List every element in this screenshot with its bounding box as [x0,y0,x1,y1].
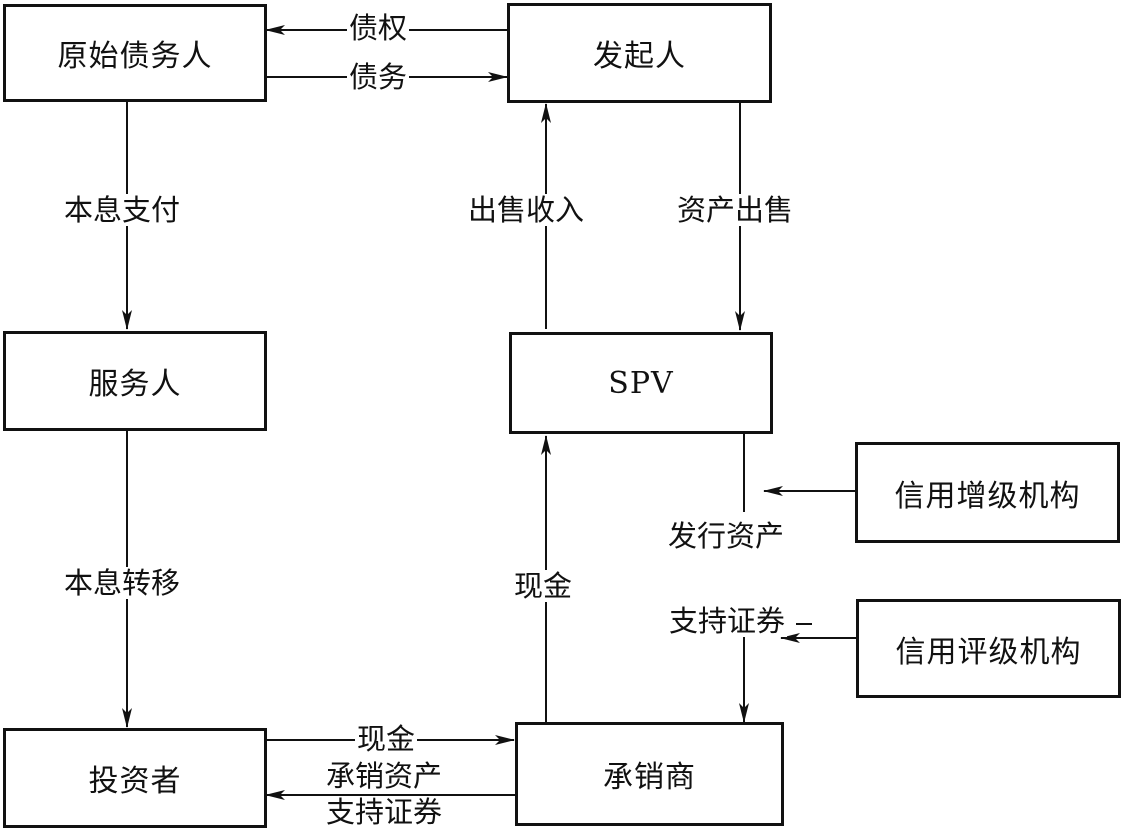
node-underwriter: 承销商 [515,722,784,826]
node-spv: SPV [509,332,773,434]
node-credit-rating: 信用评级机构 [856,599,1121,698]
label-underwrite-line2: 支持证券 [324,795,445,829]
node-original-debtor: 原始债务人 [3,4,267,102]
node-investor: 投资者 [3,728,267,828]
label-cash-to-spv: 现金 [512,569,575,603]
node-credit-enhancement: 信用增级机构 [855,442,1120,543]
label-principal-interest-transfer: 本息转移 [62,566,183,600]
label-cash-to-underwriter: 现金 [355,722,418,756]
label-underwrite-line1: 承销资产 [324,759,445,793]
label-principal-interest-payment: 本息支付 [62,193,183,227]
node-originator: 发起人 [507,3,772,103]
label-issue-assets: 发行资产 [666,519,787,553]
label-asset-sale: 资产出售 [675,193,796,227]
label-debt: 债务 [347,60,410,94]
label-sale-proceeds: 出售收入 [466,193,587,227]
node-servicer: 服务人 [3,331,267,431]
label-support-securities: 支持证券 [667,604,788,638]
label-claim: 债权 [347,11,410,45]
